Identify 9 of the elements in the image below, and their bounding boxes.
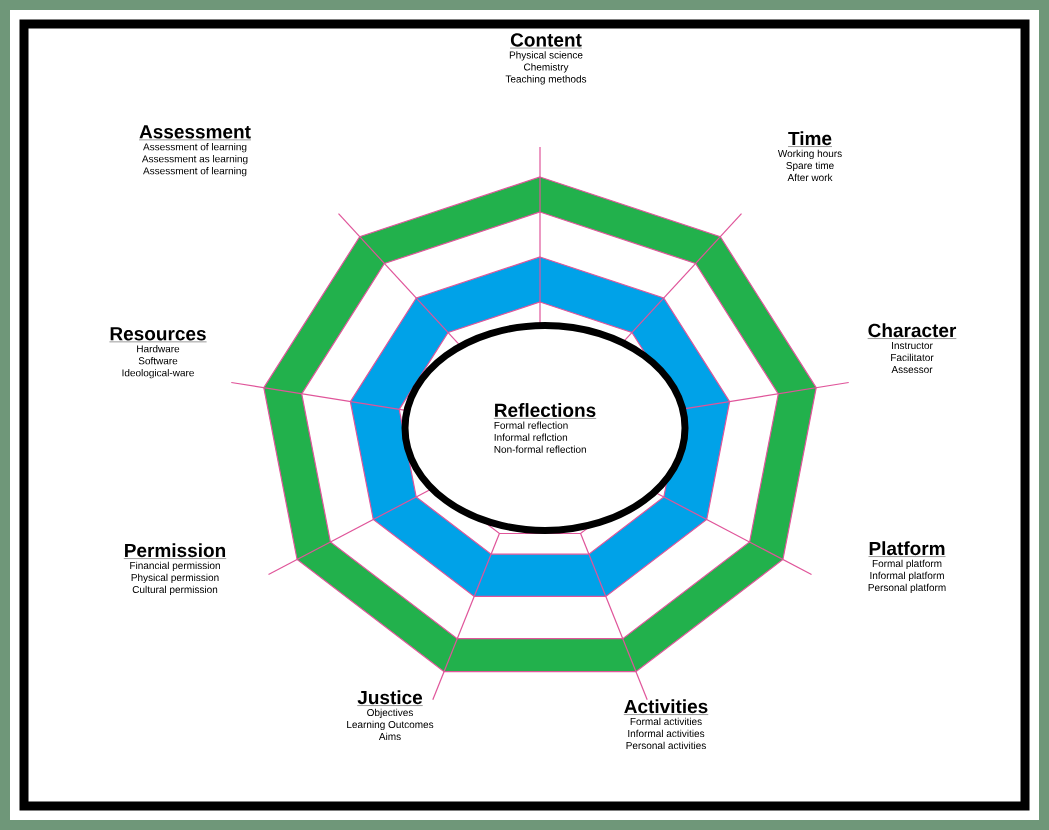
- category-label: Platform Formal platform Informal platform Personal platform: [868, 541, 946, 594]
- category-label: Permission Financial permission Physical permission Cultural permission: [123, 543, 227, 596]
- category-label: Justice Objectives Learning Outcomes Aims: [347, 690, 434, 741]
- category-label: Character Instructor Facilitator Assessor: [867, 323, 957, 374]
- category-label: Content Physical science Chemistry Teaching methods: [505, 33, 587, 85]
- category-label: Time Working hours Spare time After work: [777, 131, 842, 182]
- category-label: Resources Hardware Software Ideological-ware: [109, 327, 207, 379]
- category-label: Assessment Assessment of learning Assessment as learning Assessment of learning: [138, 125, 252, 177]
- category-label: Activities Formal activities Informal activities Personal activities: [623, 699, 709, 750]
